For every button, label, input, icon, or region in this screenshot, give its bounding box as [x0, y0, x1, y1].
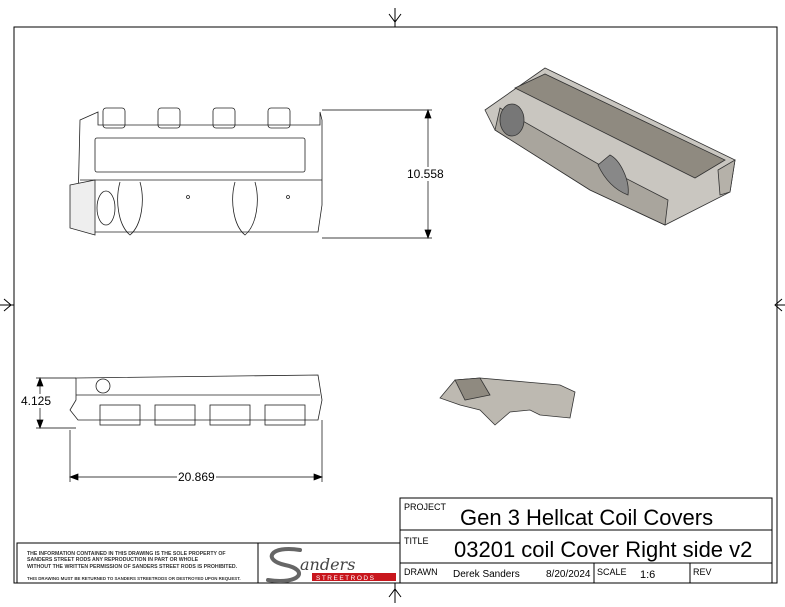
- date-value: 8/20/2024: [546, 569, 591, 580]
- svg-text:STREETRODS: STREETRODS: [316, 575, 375, 582]
- drawn-label: DRAWN: [404, 567, 438, 577]
- disclaimer-footer: THIS DRAWING MUST BE RETURNED TO SANDERS…: [27, 575, 241, 581]
- sheet-border: [13, 26, 778, 584]
- title-value: 03201 coil Cover Right side v2: [454, 537, 753, 562]
- front-view: [69, 374, 323, 426]
- center-mark-right: [774, 298, 785, 312]
- disclaimer: THE INFORMATION CONTAINED IN THIS DRAWIN…: [27, 551, 255, 582]
- side-isometric-view: [439, 377, 576, 426]
- dimension-line-front-height: [36, 377, 76, 429]
- top-view: [69, 107, 323, 236]
- svg-text:anders: anders: [300, 555, 355, 574]
- drawn-by-value: Derek Sanders: [453, 569, 520, 580]
- isometric-view: [484, 67, 736, 226]
- scale-label: SCALE: [597, 567, 627, 577]
- project-label: PROJECT: [404, 502, 447, 512]
- dimension-front-height-value: 4.125: [20, 394, 53, 408]
- project-value: Gen 3 Hellcat Coil Covers: [460, 505, 714, 530]
- sanders-logo: anders STREETRODS: [266, 547, 396, 583]
- dimension-line-height: [322, 109, 432, 239]
- disclaimer-line: SANDERS STREET RODS ANY REPRODUCTION IN …: [27, 557, 199, 564]
- center-mark-top: [388, 8, 402, 27]
- disclaimer-line: WITHOUT THE WRITTEN PERMISSION OF SANDER…: [27, 563, 238, 570]
- scale-value: 1:6: [640, 569, 656, 581]
- center-mark-bottom: [388, 583, 402, 603]
- disclaimer-line: THE INFORMATION CONTAINED IN THIS DRAWIN…: [27, 551, 226, 557]
- center-mark-left: [0, 298, 14, 312]
- dimension-width-value: 20.869: [177, 470, 216, 484]
- rev-label: REV: [693, 567, 712, 577]
- title-block: [16, 497, 773, 584]
- dimension-height-value: 10.558: [406, 167, 445, 181]
- title-label: TITLE: [404, 536, 429, 546]
